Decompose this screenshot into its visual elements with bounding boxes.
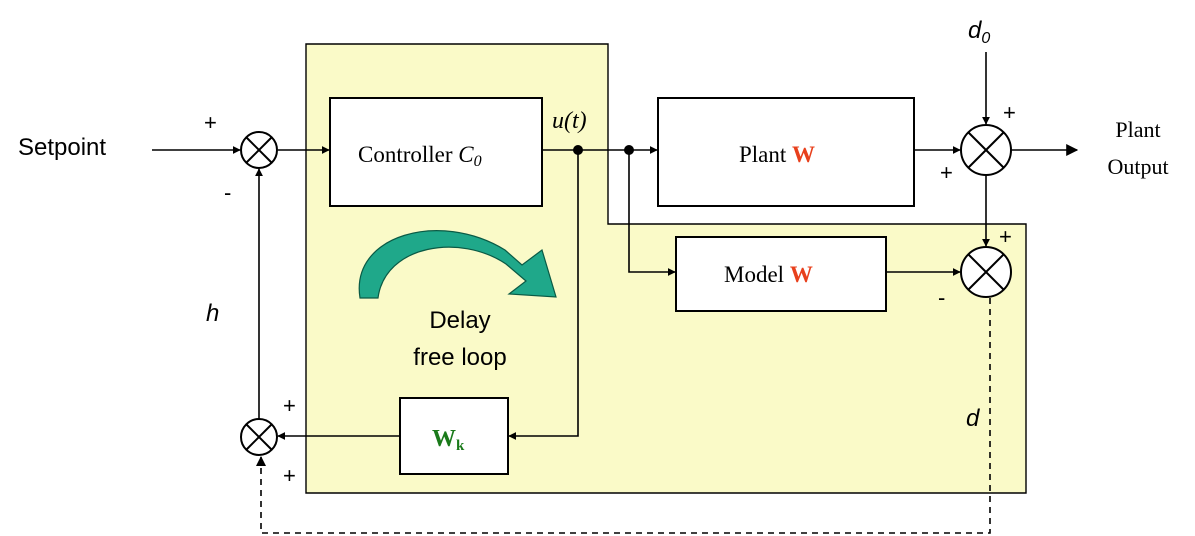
- summing-junction-input: [240, 131, 278, 169]
- sign-input-minus: -: [224, 180, 231, 205]
- plant-output-label-line1: Plant: [1115, 117, 1160, 142]
- sign-model-sum-top-plus: +: [999, 224, 1012, 249]
- sign-plant-sum-top-plus: +: [1003, 100, 1016, 125]
- plant-output-label-line2: Output: [1107, 154, 1168, 179]
- delay-label-line1: Delay: [429, 307, 490, 334]
- model-input-arrow: [628, 150, 676, 276]
- delay-label-line2: free loop: [413, 344, 506, 371]
- sign-model-sum-left-minus: -: [938, 285, 945, 310]
- mismatch-d-arrowhead: [256, 456, 266, 466]
- branch-dot-wk: [573, 145, 583, 155]
- wk-block: [399, 397, 509, 475]
- disturbance-d0-label: d0: [968, 17, 990, 47]
- summing-junction-plant: [960, 124, 1012, 176]
- model-label: Model W: [724, 262, 813, 287]
- sign-input-plus: +: [204, 110, 217, 135]
- wk-label: Wk: [432, 426, 465, 454]
- model-block: [675, 236, 887, 312]
- mismatch-d-dashed-line: [260, 298, 991, 534]
- feedback-h-label: h: [206, 300, 219, 327]
- plant-label: Plant W: [739, 142, 815, 167]
- control-signal-label: u(t): [552, 108, 587, 134]
- controller-block: [329, 97, 543, 207]
- setpoint-label: Setpoint: [18, 134, 106, 161]
- controller-label: Controller C0: [358, 142, 482, 170]
- plant-block: [657, 97, 915, 207]
- sign-feedback-top-plus: +: [283, 393, 296, 418]
- branch-dot-model: [624, 145, 634, 155]
- mismatch-d-label: d: [966, 405, 980, 432]
- sign-feedback-bottom-plus: +: [283, 463, 296, 488]
- delay-curved-arrow: [358, 230, 557, 299]
- summing-junction-model: [960, 246, 1012, 298]
- wk-input-arrow: [508, 150, 579, 440]
- summing-junction-feedback: [240, 418, 278, 456]
- sign-plant-sum-left-plus: +: [940, 160, 953, 185]
